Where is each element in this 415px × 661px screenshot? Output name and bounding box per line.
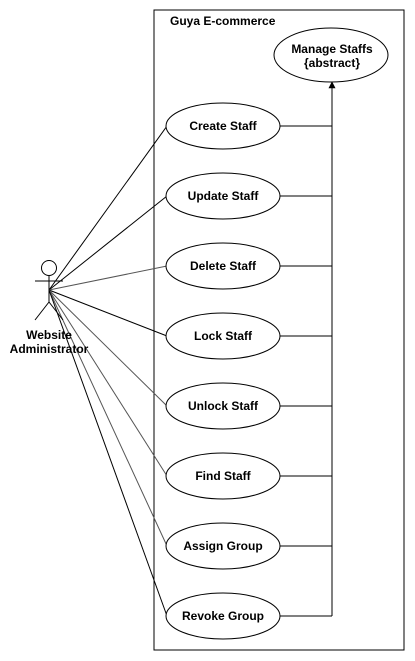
use-case-ellipse xyxy=(165,312,281,360)
use-case-ellipse xyxy=(165,452,281,500)
generalization-lines xyxy=(280,81,336,617)
actor-website-administrator[interactable]: Website Administrator xyxy=(10,260,89,357)
use-case-find-staff[interactable]: Find Staff xyxy=(165,452,281,500)
actor-name-line2: Administrator xyxy=(10,342,89,356)
manage-staffs-ellipse xyxy=(273,27,389,83)
use-case-label: Delete Staff xyxy=(190,259,257,273)
actor-left-leg xyxy=(34,301,50,321)
use-case-ellipse xyxy=(165,592,281,640)
actor-name-line1: Website xyxy=(26,328,72,342)
actor-right-leg xyxy=(48,301,64,321)
use-case-label: Revoke Group xyxy=(182,609,264,623)
association-line-unlock-staff xyxy=(48,289,168,407)
use-case-revoke-group[interactable]: Revoke Group xyxy=(165,592,281,640)
use-case-label: Lock Staff xyxy=(194,329,253,343)
use-case-ellipse xyxy=(165,382,281,430)
association-line-update-staff xyxy=(48,195,168,291)
use-case-assign-group[interactable]: Assign Group xyxy=(165,522,281,570)
association-line-revoke-group xyxy=(48,289,168,617)
manage-staffs-use-case[interactable]: Manage Staffs {abstract} xyxy=(273,27,389,83)
use-case-label: Assign Group xyxy=(183,539,262,553)
use-case-ellipse xyxy=(165,172,281,220)
use-case-ellipse xyxy=(165,242,281,290)
system-title: Guya E-commerce xyxy=(170,14,276,28)
association-line-find-staff xyxy=(48,289,168,477)
use-case-unlock-staff[interactable]: Unlock Staff xyxy=(165,382,281,430)
association-lines xyxy=(48,125,168,617)
use-case-ellipse xyxy=(165,522,281,570)
manage-staffs-label: Manage Staffs xyxy=(291,42,373,56)
association-line-create-staff xyxy=(48,125,168,291)
association-line-assign-group xyxy=(48,289,168,547)
use-case-label: Update Staff xyxy=(188,189,260,203)
use-case-delete-staff[interactable]: Delete Staff xyxy=(165,242,281,290)
use-case-label: Unlock Staff xyxy=(188,399,259,413)
use-case-create-staff[interactable]: Create Staff xyxy=(165,102,281,150)
use-case-ellipse xyxy=(165,102,281,150)
use-case-lock-staff[interactable]: Lock Staff xyxy=(165,312,281,360)
manage-staffs-stereotype: {abstract} xyxy=(304,56,360,70)
association-line-delete-staff xyxy=(48,265,168,291)
use-case-update-staff[interactable]: Update Staff xyxy=(165,172,281,220)
association-line-lock-staff xyxy=(48,289,168,337)
use-case-label: Create Staff xyxy=(189,119,257,133)
use-case-label: Find Staff xyxy=(195,469,251,483)
actor-head-icon xyxy=(41,260,57,276)
